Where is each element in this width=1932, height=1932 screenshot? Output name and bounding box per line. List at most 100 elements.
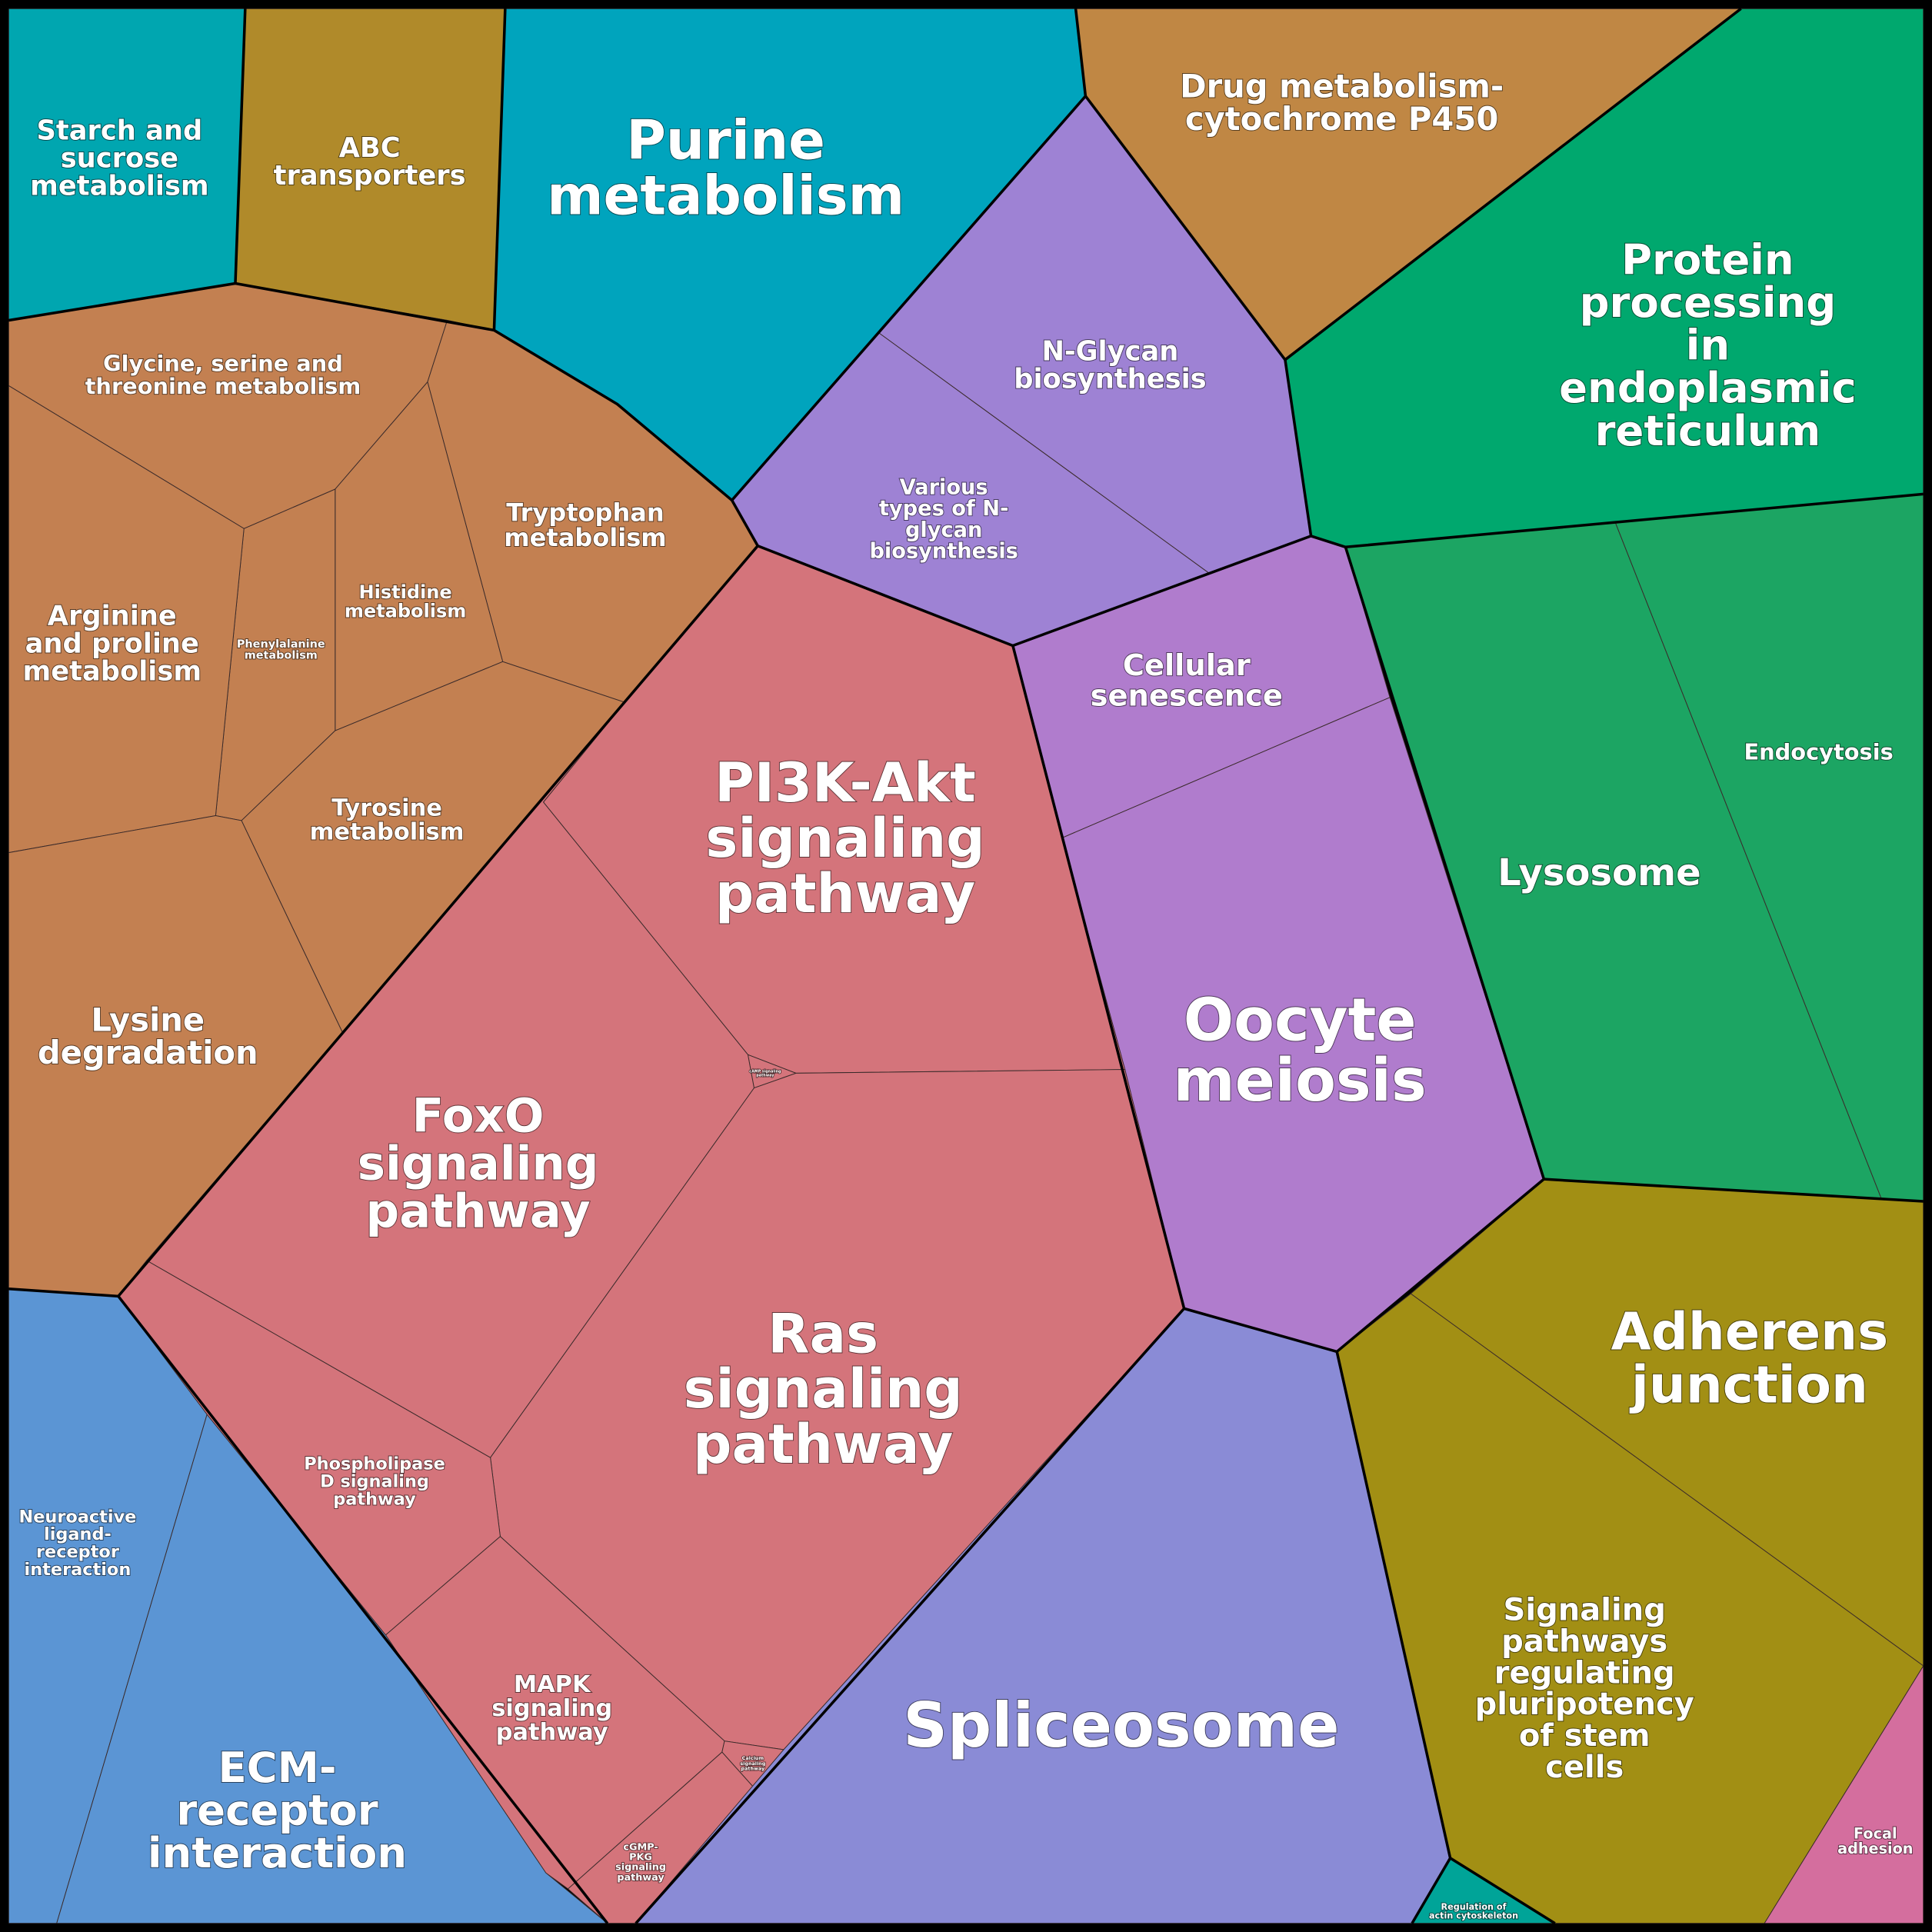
cell-label-line: biosynthesis (869, 540, 1018, 564)
cell-label-line: pathways (1501, 1624, 1667, 1660)
cell-label-line: biosynthesis (1014, 364, 1206, 395)
cell-label-line: Protein (1621, 235, 1794, 285)
cell-label-line: Endocytosis (1744, 738, 1893, 764)
cell-label-line: PI3K-Akt (715, 751, 976, 814)
cell-label-line: metabolism (310, 819, 465, 846)
cell-label-line: metabolism (345, 600, 466, 621)
group-border-line (731, 499, 1312, 648)
cell-label-line: ECM- (218, 1743, 336, 1792)
cell-label-line: N-Glycan (1042, 336, 1179, 368)
cell-label-line: Spliceosome (903, 1690, 1339, 1761)
cell-label-line: receptor (176, 1785, 378, 1834)
group-border-line (1449, 1857, 1556, 1925)
group-border-line (1544, 1178, 1924, 1203)
cell-label-line: signaling (358, 1137, 599, 1191)
cell-label-line: transporters (274, 160, 466, 192)
cell-label-line: cells (1545, 1750, 1624, 1785)
cell-label-line: actin cytoskeleton (1429, 1910, 1518, 1920)
cell-label-line: interaction (25, 1560, 132, 1580)
cell-label-line: in (1686, 321, 1730, 370)
cell-label-line: endoplasmic (1559, 363, 1857, 412)
cell-label-lysosome: Lysosome (1497, 851, 1701, 894)
cell-label-line: receptor (36, 1542, 119, 1562)
cell-label-line: metabolism (23, 656, 202, 688)
cell-label-line: pathway (617, 1872, 665, 1884)
group-border-line (635, 1307, 1185, 1924)
cell-label-line: Ras (768, 1302, 878, 1365)
cell-label-line: pluripotency (1475, 1687, 1694, 1722)
cell-label-line: Adherens (1611, 1302, 1888, 1362)
cell-label-line: Purine (626, 109, 825, 172)
cell-label-line: Phospholipase (304, 1454, 445, 1474)
cell-label-drug: Drug metabolism-cytochrome P450 (1180, 67, 1504, 137)
cell-label-line: ABC (339, 132, 401, 164)
cell-label-line: metabolism (245, 650, 318, 662)
cell-label-line: Tryptophan (506, 498, 664, 527)
cell-label-line: metabolism (30, 170, 209, 202)
cell-label-line: Focal (1854, 1824, 1897, 1842)
cell-label-line: Signaling (1504, 1593, 1666, 1628)
cell-label-endocytosis: Endocytosis (1744, 738, 1893, 764)
cell-label-line: regulating (1494, 1655, 1675, 1690)
cell-label-line: senescence (1091, 678, 1283, 713)
cell-label-line: adhesion (1837, 1840, 1913, 1857)
cell-label-line: cytochrome P450 (1185, 100, 1498, 138)
cell-label-line: pathway (756, 1074, 774, 1078)
cell-label-spliceosome: Spliceosome (903, 1690, 1339, 1761)
cell-label-line: Cellular (1123, 648, 1251, 683)
cell-label-line: FoxO (412, 1089, 545, 1144)
cell-label-line: and proline (25, 628, 199, 660)
cell-label-line: MAPK (514, 1671, 591, 1698)
cell-label-line: degradation (38, 1034, 258, 1071)
cell-label-line: cAMP signaling (749, 1070, 781, 1074)
cell-label-line: pathway (741, 1765, 766, 1771)
cell-label-line: Glycine, serine and (103, 350, 343, 376)
cell-label-line: Starch and (37, 115, 203, 146)
cell-ecm[interactable] (56, 1414, 609, 1924)
cell-label-line: cGMP- (623, 1842, 658, 1854)
cell-label-line: Regulation of (1441, 1902, 1507, 1912)
cell-label-line: pathway (496, 1719, 608, 1746)
cell-label-line: Histidine (358, 581, 451, 603)
cell-label-line: processing (1580, 278, 1837, 327)
cell-label-line: Phenylalanine (237, 638, 325, 651)
cell-label-line: Arginine (48, 601, 177, 632)
cell-label-line: threonine metabolism (85, 373, 361, 399)
cell-label-line: interaction (148, 1828, 407, 1877)
cell-label-line: signaling (705, 807, 984, 870)
cells-layer (8, 8, 1924, 1924)
cell-label-line: Tyrosine (331, 794, 442, 821)
cell-label-line: of stem (1519, 1718, 1651, 1754)
cell-label-line: types of N- (879, 497, 1008, 521)
cell-label-line: signaling (684, 1357, 963, 1421)
cell-label-line: Drug metabolism- (1180, 67, 1504, 105)
cell-label-line: meiosis (1174, 1047, 1427, 1115)
cell-label-line: pathway (715, 862, 975, 925)
